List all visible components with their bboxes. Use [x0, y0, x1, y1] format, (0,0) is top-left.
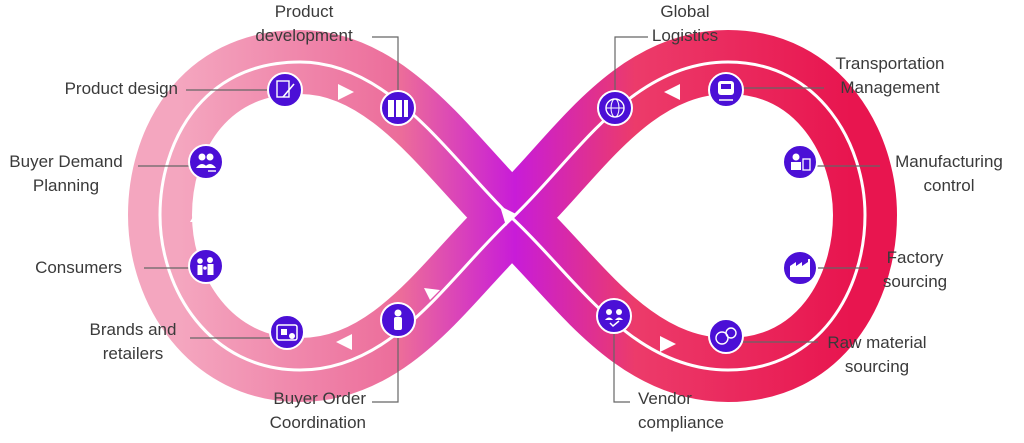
node-circle: [188, 248, 224, 284]
node-factory-sourcing: [782, 250, 818, 286]
leader-lines: [138, 36, 880, 403]
direction-arrow: [660, 336, 676, 352]
train-icon: [718, 81, 734, 101]
node-buyer-order-coordination: [380, 302, 416, 338]
label-brands-and-retailers: Brands and retailers: [89, 320, 177, 363]
label-transportation-management: Transportation Management: [835, 54, 945, 97]
yarn-spools-icon: [715, 327, 737, 345]
node-buyer-demand-planning: [188, 144, 224, 180]
family-icon: [197, 257, 214, 275]
direction-arrow: [664, 84, 680, 100]
label-vendor-compliance: Vendor compliance: [638, 389, 724, 432]
node-raw-material-sourcing: [708, 318, 744, 354]
node-circle: [708, 318, 744, 354]
label-buyer-demand-planning: Buyer Demand Planning: [9, 152, 123, 195]
people-cart-icon: [196, 153, 216, 172]
node-vendor-compliance: [596, 298, 632, 334]
label-product-development: Product development: [255, 2, 353, 45]
node-circle: [596, 298, 632, 334]
node-global-logistics: [597, 90, 633, 126]
label-manufacturing-control: Manufacturing control: [895, 152, 1003, 195]
leader-line: [614, 36, 648, 100]
node-circle: [267, 72, 303, 108]
label-product-design: Product design: [64, 79, 178, 98]
factory-icon: [790, 259, 810, 277]
direction-arrow: [190, 208, 206, 222]
label-factory-sourcing: Factory sourcing: [882, 248, 948, 291]
label-global-logistics: Global Logistics: [651, 2, 719, 45]
machine-worker-icon: [791, 153, 811, 171]
leader-line: [613, 318, 630, 403]
node-transportation-management: [708, 72, 744, 108]
garments-icon: [388, 100, 408, 117]
leader-line: [372, 36, 399, 100]
team-check-icon: [605, 309, 623, 328]
node-product-design: [267, 72, 303, 108]
storefront-icon: [276, 324, 298, 341]
direction-arrow: [812, 190, 828, 205]
direction-arrow: [336, 334, 352, 350]
direction-arrow: [424, 288, 440, 300]
globe-logistics-icon: [605, 98, 625, 118]
node-consumers: [188, 248, 224, 284]
design-sketch-icon: [276, 80, 295, 98]
node-circle: [188, 144, 224, 180]
node-manufacturing-control: [782, 144, 818, 180]
direction-arrow: [338, 84, 354, 100]
node-product-development: [380, 90, 416, 126]
label-consumers: Consumers: [35, 258, 122, 277]
label-buyer-order-coordination: Buyer Order Coordination: [269, 389, 366, 432]
leader-line: [372, 320, 399, 403]
buyer-person-icon: [394, 309, 402, 330]
label-raw-material-sourcing: Raw material sourcing: [827, 333, 927, 376]
node-brands-and-retailers: [269, 314, 305, 350]
direction-arrow: [500, 206, 516, 226]
